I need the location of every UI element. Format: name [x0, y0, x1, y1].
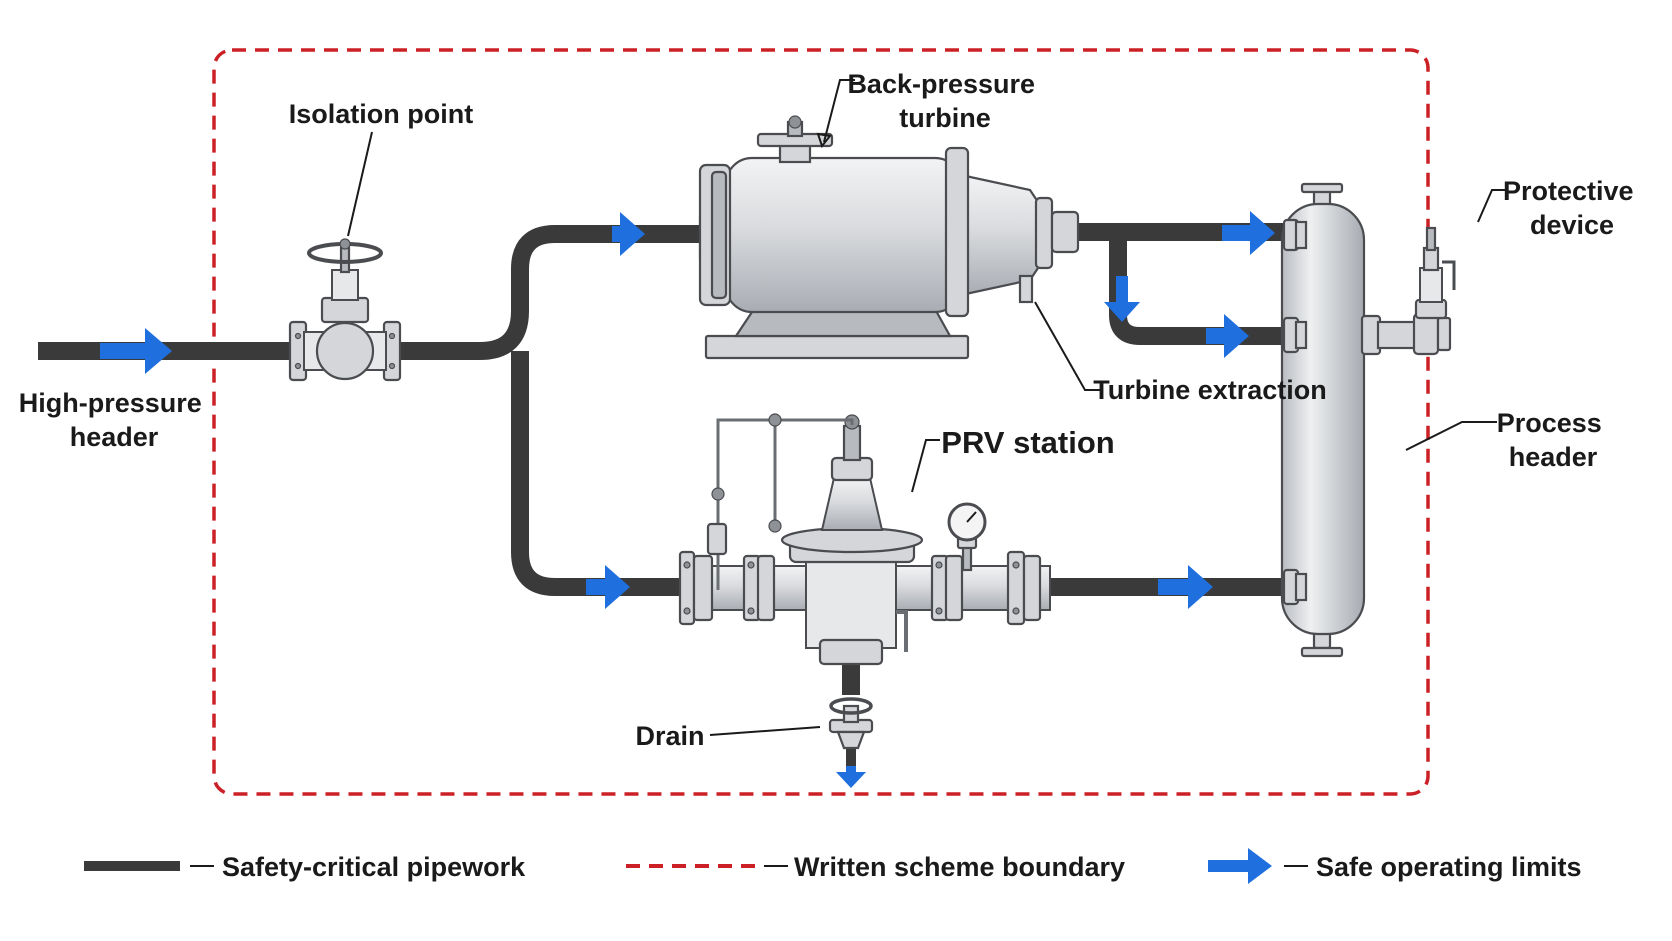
legend-label: Written scheme boundary	[794, 852, 1125, 882]
legend: Safety-critical pipework Written scheme …	[84, 848, 1582, 884]
flow-arrows	[100, 211, 1275, 788]
prv-station	[678, 413, 1051, 666]
process-header-vessel	[1280, 182, 1420, 658]
label-prv-station: PRV station	[941, 425, 1114, 460]
back-pressure-turbine	[698, 115, 1080, 360]
flow-arrow	[100, 328, 172, 374]
label-turbine-extraction: Turbine extraction	[1093, 375, 1327, 405]
legend-label: Safe operating limits	[1316, 852, 1582, 882]
label-isolation-point: Isolation point	[289, 99, 473, 129]
flow-arrow	[836, 766, 866, 788]
label-process-header: Process header	[1497, 408, 1610, 472]
flow-arrow	[1206, 314, 1249, 358]
flow-arrow	[1222, 211, 1275, 255]
legend-item-limits: Safe operating limits	[1208, 848, 1582, 884]
safety-critical-pipework	[38, 223, 1300, 770]
leader-lines	[347, 79, 1505, 736]
legend-item-boundary: Written scheme boundary	[626, 852, 1125, 882]
scheme-boundary	[212, 48, 1430, 796]
drain-valve	[828, 697, 874, 750]
isolation-valve	[288, 238, 402, 382]
flow-arrow	[612, 212, 645, 256]
flow-arrow	[1158, 565, 1213, 609]
label-high-pressure-header: High-pressure header	[19, 388, 210, 452]
safety-valve	[1412, 226, 1456, 356]
legend-item-pipework: Safety-critical pipework	[84, 852, 526, 882]
legend-label: Safety-critical pipework	[222, 852, 526, 882]
label-protective-device: Protective device	[1503, 176, 1641, 240]
flow-arrow	[586, 565, 630, 609]
flow-arrow	[1104, 276, 1140, 322]
label-drain: Drain	[635, 721, 704, 751]
legend-arrow-symbol	[1208, 848, 1272, 884]
label-back-pressure-turbine: Back-pressure turbine	[847, 69, 1042, 133]
